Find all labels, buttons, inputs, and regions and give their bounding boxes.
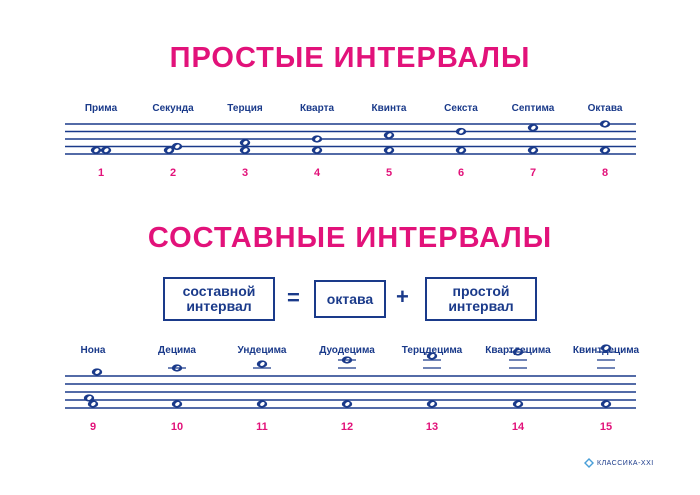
interval-number: 6 [457, 167, 465, 179]
whole-note [256, 400, 268, 408]
whole-note [600, 400, 612, 408]
interval-number: 9 [89, 421, 97, 433]
whole-note [527, 146, 539, 154]
interval-number: 10 [170, 421, 184, 433]
whole-note [171, 142, 183, 151]
whole-note [91, 368, 103, 376]
interval-label: Секунда [152, 103, 194, 114]
brand-logo: КЛАССИКА-XXI [584, 458, 654, 468]
brand-logo-icon [584, 458, 594, 468]
interval-number: 15 [599, 421, 613, 433]
whole-note [599, 120, 611, 128]
interval-label: Терцдецима [401, 345, 463, 356]
whole-note [383, 131, 395, 139]
whole-note [171, 400, 183, 408]
interval-number: 12 [340, 421, 354, 433]
interval-number: 3 [241, 167, 249, 179]
interval-label: Ундецима [237, 345, 287, 356]
whole-note [426, 352, 438, 360]
whole-note [163, 146, 175, 154]
whole-note [90, 146, 102, 154]
interval-label: Квинта [371, 103, 407, 114]
interval-label: Дуодецима [319, 345, 375, 356]
interval-number: 4 [313, 167, 321, 179]
interval-number: 11 [256, 421, 268, 433]
whole-note [83, 394, 95, 402]
interval-number: 14 [511, 421, 525, 433]
formula-plus-sign: + [396, 284, 409, 309]
interval-label: Терция [227, 103, 263, 114]
whole-note [455, 146, 467, 154]
whole-note [599, 146, 611, 154]
formula-compound-box: составной интервал [163, 277, 275, 321]
whole-note [100, 146, 112, 154]
whole-note [87, 400, 99, 408]
whole-note [600, 344, 612, 352]
simple-intervals-title: ПРОСТЫЕ ИНТЕРВАЛЫ [169, 42, 531, 74]
whole-note [239, 146, 251, 154]
interval-number: 7 [529, 167, 537, 179]
interval-label: Децима [158, 345, 196, 356]
brand-logo-text: КЛАССИКА-XXI [597, 459, 654, 467]
whole-note [426, 400, 438, 408]
interval-label: Септима [511, 103, 555, 114]
formula-equals-sign: = [287, 285, 300, 310]
interval-number: 8 [601, 167, 609, 179]
interval-label: Кварта [299, 103, 335, 114]
compound-intervals-staff [65, 344, 636, 409]
interval-number: 1 [97, 167, 105, 179]
whole-note [527, 124, 539, 132]
interval-number: 2 [169, 167, 177, 179]
whole-note [239, 139, 251, 147]
whole-note [383, 146, 395, 154]
whole-note [256, 360, 268, 368]
whole-note [341, 400, 353, 408]
interval-number: 5 [385, 167, 393, 179]
whole-note [311, 135, 323, 143]
compound-intervals-title: СОСТАВНЫЕ ИНТЕРВАЛЫ [147, 222, 553, 254]
formula-simple-box: простой интервал [425, 277, 537, 321]
whole-note [455, 127, 467, 136]
simple-intervals-staff [65, 120, 636, 155]
interval-label: Нона [80, 345, 106, 356]
whole-note [512, 400, 524, 408]
interval-label: Прима [84, 103, 118, 114]
interval-label: Секста [444, 103, 478, 114]
formula-octave-box: октава [314, 280, 386, 318]
whole-note [311, 146, 323, 154]
interval-number: 13 [425, 421, 439, 433]
interval-label: Октава [587, 103, 623, 114]
